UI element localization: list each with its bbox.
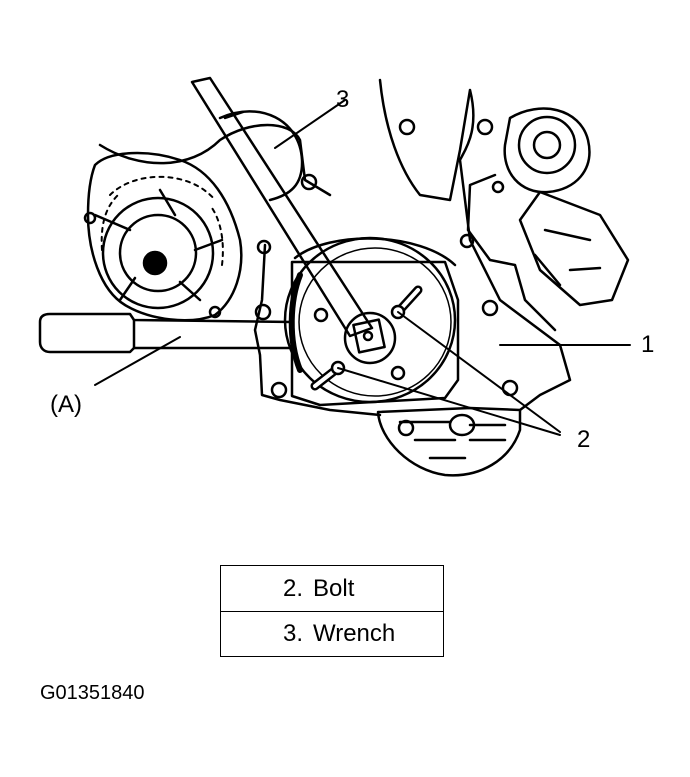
engine-crankshaft-pulley-diagram	[38, 76, 631, 477]
legend-row: 3. Wrench	[221, 611, 443, 656]
legend-number: 2.	[282, 574, 303, 602]
callout-a: (A)	[50, 391, 82, 418]
legend-number: 3.	[282, 620, 303, 647]
figure-id: G01351840	[40, 682, 145, 704]
legend-label: Wrench	[313, 620, 396, 647]
engine-block-outline	[98, 78, 572, 417]
callout-3: 3	[336, 86, 350, 113]
wrench	[190, 76, 374, 338]
legend-label: Bolt	[313, 574, 355, 602]
callout-1: 1	[641, 331, 655, 358]
water-pump-pulley	[83, 151, 243, 322]
block-bolt-holes	[254, 118, 519, 437]
leader-lines	[94, 99, 631, 436]
callout-2: 2	[577, 426, 591, 453]
legend-row: 2. Bolt	[221, 566, 443, 611]
alternator	[466, 107, 630, 332]
oil-pump-cover	[376, 406, 522, 477]
tool-a-handle	[38, 312, 294, 354]
timing-cover-upper	[218, 110, 304, 202]
legend-table: 2. Bolt 3. Wrench	[220, 565, 444, 657]
